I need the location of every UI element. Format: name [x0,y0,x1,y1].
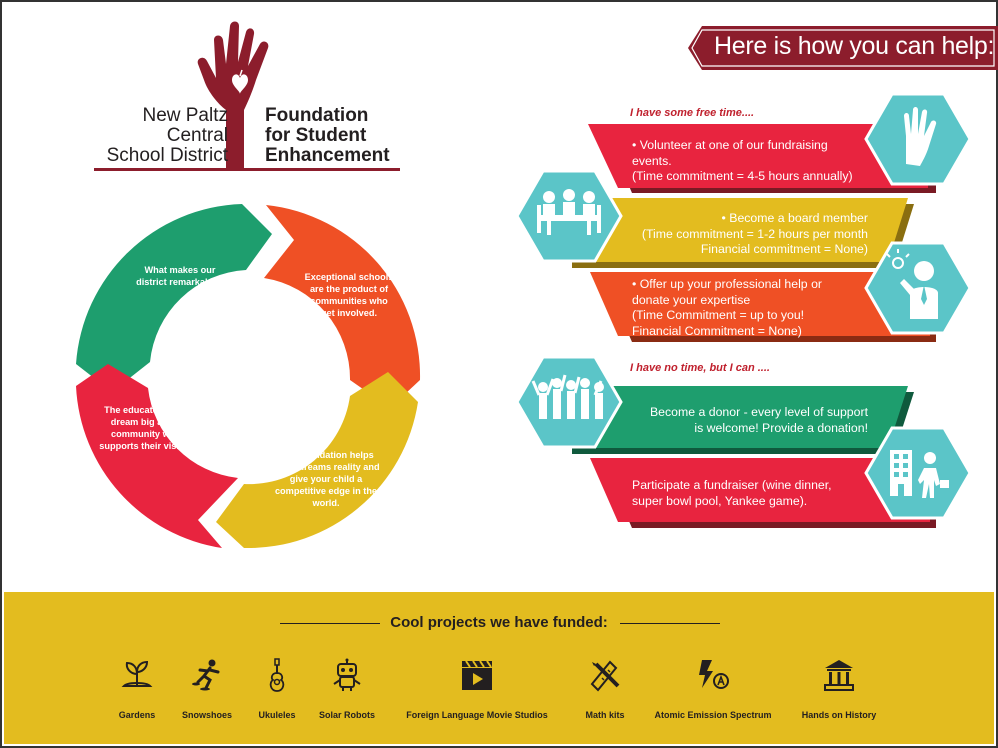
robot-icon [333,658,361,691]
header-ribbon: Here is how you can help: [688,26,998,70]
sprout-icon [121,660,153,687]
wheel-text-yellow: The Foundation helps make dreams reality… [272,450,380,508]
project-label-math-kits: Math kits [585,710,625,720]
wheel-text-orange: Exceptional schools are the product of c… [304,272,394,318]
band-fundraiser-line-2: super bowl pool, Yankee game). [632,493,808,508]
meeting-hex-icon [515,169,623,263]
atomic-icon [699,660,729,689]
projects-title-rule-left [280,623,380,624]
project-gardens: Gardens [119,658,155,720]
district-line-1: New Paltz [142,105,228,126]
project-label-movie-studios: Foreign Language Movie Studios [406,710,548,720]
project-atomic-emission: Atomic Emission Spectrum [654,658,772,720]
band-volunteer: • Volunteer at one of our fundraising ev… [632,138,853,185]
crowd-hex-icon [515,355,623,449]
math-tools-icon [590,660,620,692]
wheel-segment-green [76,204,272,392]
building-hex-icon [864,426,972,520]
foundation-line-2: for Student [265,125,367,146]
wheel-segment-yellow [216,372,418,549]
project-label-atomic-emission: Atomic Emission Spectrum [654,710,772,720]
project-ukuleles: Ukuleles [258,658,296,720]
help-hexagons [515,92,972,520]
band-board: • Become a board member (Time commitment… [610,211,868,258]
hand-hex-icon [864,92,972,186]
wheel-text-red: The educators who dream big and a commun… [99,405,193,451]
clapperboard-icon [462,660,492,690]
district-line-2: Central [166,125,228,146]
wheel-text-green: What makes our district remarkable? [136,265,224,287]
band-board-line-1: • Become a board member [721,211,868,225]
projects-title-text: Cool projects we have funded: [384,614,614,631]
project-hands-on-history: Hands on History [802,658,876,720]
band-volunteer-line-3: (Time commitment = 4-5 hours annually) [632,169,853,183]
projects-title: Cool projects we have funded: [4,614,994,631]
ukulele-icon [269,658,285,692]
foundation-name: Foundation for Student Enhancement [265,106,390,166]
band-donor-line-1: Become a donor - every level of support [649,405,868,419]
logo-underline [94,168,400,171]
band-professional-line-3: (Time Commitment = up to you! [632,308,805,322]
projects-bar: Cool projects we have funded: Gardens Sn… [4,592,994,744]
snowshoer-icon [192,659,220,691]
free-time-label: I have some free time.... [630,107,755,119]
band-professional-line-2: donate your expertise [632,292,751,307]
band-professional-line-1: • Offer up your professional help or [632,277,823,291]
cycle-wheel [76,204,421,549]
band-fundraiser-line-1: Participate a fundraiser (wine dinner, [632,478,832,492]
project-math-kits: Math kits [585,658,625,720]
project-label-ukuleles: Ukuleles [258,710,296,720]
band-donor-line-2: is welcome! Provide a donation! [694,420,868,435]
header-title: Here is how you can help: [714,32,995,60]
project-label-gardens: Gardens [118,710,156,720]
band-professional-line-4: Financial Commitment = None) [632,323,802,338]
wheel-segment-red [76,364,238,548]
museum-icon [824,660,854,691]
band-volunteer-line-1: • Volunteer at one of our fundraising [632,138,828,152]
project-solar-robots: Solar Robots [319,658,375,720]
band-volunteer-line-2: events. [632,153,672,168]
project-label-hands-on-history: Hands on History [801,710,877,720]
foundation-line-3: Enhancement [265,145,390,166]
project-snowshoes: Snowshoes [182,658,232,720]
project-label-snowshoes: Snowshoes [181,710,233,720]
band-donor: Become a donor - every level of support … [616,405,868,436]
projects-title-rule-right [620,623,720,624]
project-label-solar-robots: Solar Robots [318,710,376,720]
professional-hex-icon [864,241,972,335]
wheel-segment-orange [264,205,421,408]
no-time-label: I have no time, but I can .... [630,362,770,374]
band-fundraiser: Participate a fundraiser (wine dinner, s… [632,478,832,509]
hand-logo-icon [197,21,269,168]
band-board-line-3: Financial commitment = None) [700,242,868,256]
band-professional: • Offer up your professional help or don… [632,277,822,339]
band-board-line-2: (Time commitment = 1-2 hours per month [641,226,868,241]
district-name: New Paltz Central School District [107,106,228,166]
foundation-line-1: Foundation [265,105,369,126]
district-line-3: School District [106,145,228,166]
project-movie-studios: Foreign Language Movie Studios [406,658,548,720]
help-bands [560,124,936,528]
